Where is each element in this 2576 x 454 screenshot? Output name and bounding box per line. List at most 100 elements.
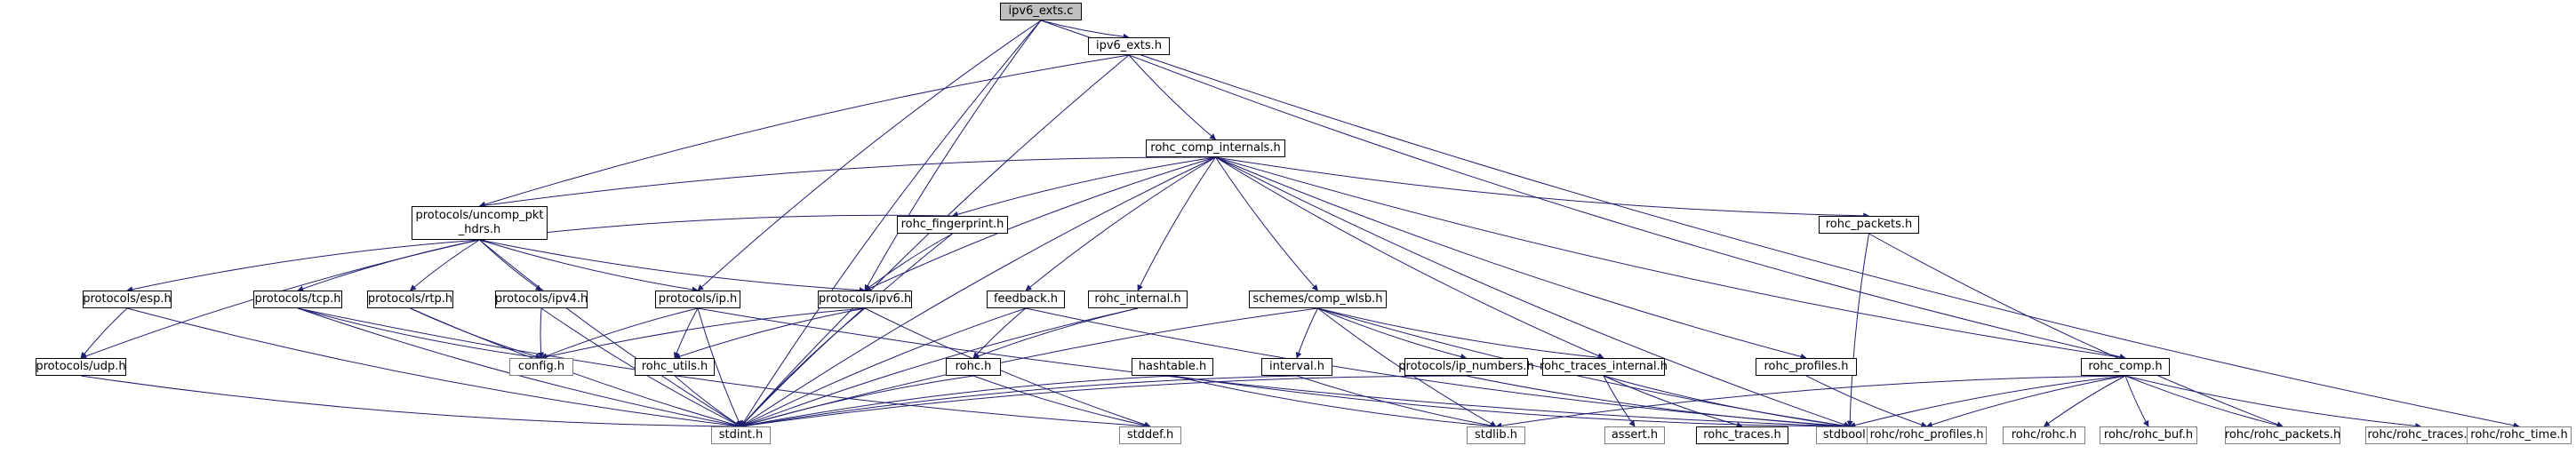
- graph-node-rohc-rohc-h[interactable]: rohc/rohc.h: [2003, 426, 2085, 444]
- graph-node-interval-h[interactable]: interval.h: [1261, 358, 1332, 376]
- edge-rohc-comp-internals-h-to-rohc-internal-h: [1137, 156, 1216, 291]
- graph-node-config-h[interactable]: config.h: [509, 358, 573, 376]
- edge-protocols-ipv6-h-to-stdint-h: [740, 307, 866, 427]
- edge-ipv6-exts-c-to-ipv6-exts-h: [1040, 20, 1130, 40]
- edge-rohc-comp-internals-h-to-feedback-h: [1025, 156, 1216, 291]
- graph-node-rohc-packets-h[interactable]: rohc_packets.h: [1819, 216, 1919, 234]
- graph-node-rohc-h[interactable]: rohc.h: [946, 358, 1001, 376]
- edge-interval-h-to-stdint-h: [740, 375, 1298, 429]
- edge-protocols-ip-h-to-rohc-utils-h: [673, 307, 699, 359]
- edge-uncomp-pkt-hdrs-h-to-stdint-h: [479, 239, 742, 427]
- graph-node-rohc-traces-internal-h[interactable]: rohc_traces_internal.h: [1540, 358, 1668, 376]
- edge-protocols-ipv4-h-to-config-h: [538, 307, 545, 359]
- edge-interval-h-to-stdlib-h: [1296, 375, 1497, 429]
- edge-ip-numbers-h-to-stdint-h: [740, 375, 1467, 429]
- graph-node-comp-wlsb-h[interactable]: schemes/comp_wlsb.h: [1249, 291, 1387, 308]
- graph-node-feedback-h[interactable]: feedback.h: [987, 291, 1065, 308]
- graph-node-uncomp-pkt-hdrs-h[interactable]: protocols/uncomp_pkt _hdrs.h: [412, 206, 548, 240]
- edge-rohc-h-to-stddef-h: [972, 375, 1151, 429]
- graph-node-rohc-rohc-buf-h[interactable]: rohc/rohc_buf.h: [2100, 426, 2197, 444]
- graph-node-protocols-ip-h[interactable]: protocols/ip.h: [655, 291, 740, 308]
- edge-protocols-esp-h-to-protocols-udp-h: [80, 307, 128, 359]
- edge-rohc-traces-internal-h-to-assert-h: [1603, 375, 1636, 427]
- edge-protocols-ipv6-h-to-config-h: [540, 307, 866, 361]
- edge-uncomp-pkt-hdrs-h-to-protocols-rtp-h: [409, 239, 480, 291]
- edge-rohc-comp-h-to-rohc-rohc-h: [2043, 375, 2126, 427]
- graph-node-hashtable-h[interactable]: hashtable.h: [1132, 358, 1213, 376]
- edge-ipv6-exts-h-to-rohc-comp-h: [1128, 54, 2126, 361]
- edge-ipv6-exts-h-to-rohc-comp-internals-h: [1128, 54, 1217, 140]
- graph-node-ipv6-exts-h[interactable]: ipv6_exts.h: [1088, 37, 1170, 55]
- edge-rohc-comp-internals-h-to-uncomp-pkt-hdrs-h: [478, 156, 1216, 209]
- edge-rohc-comp-h-to-rohc-rohc-profiles-h: [1925, 375, 2126, 428]
- edge-comp-wlsb-h-to-ip-numbers-h: [1317, 307, 1468, 360]
- graph-node-protocols-esp-h[interactable]: protocols/esp.h: [83, 291, 172, 308]
- edge-rohc-packets-h-to-stdbool-h: [1846, 233, 1869, 427]
- edge-feedback-h-to-stdint-h: [740, 307, 1027, 427]
- graph-node-stdint-h[interactable]: stdint.h: [711, 426, 771, 444]
- edge-uncomp-pkt-hdrs-h-to-protocols-ipv4-h: [479, 239, 542, 291]
- graph-node-rohc-internal-h[interactable]: rohc_internal.h: [1088, 291, 1188, 308]
- edge-rohc-utils-h-to-stdint-h: [674, 375, 742, 427]
- edge-protocols-ipv6-h-to-rohc-utils-h: [674, 307, 866, 360]
- edge-uncomp-pkt-hdrs-h-to-protocols-esp-h: [126, 239, 480, 293]
- edge-ip-numbers-h-to-stdbool-h: [1466, 375, 1851, 430]
- edge-rohc-comp-internals-h-to-rohc-traces-internal-h: [1215, 156, 1604, 359]
- edge-rohc-comp-h-to-stdbool-h: [1849, 375, 2126, 428]
- edge-rohc-fingerprint-h-to-uncomp-pkt-hdrs-h: [478, 214, 953, 243]
- edge-comp-wlsb-h-to-stdint-h: [740, 307, 1318, 428]
- edge-ipv6-exts-c-to-protocols-ip-h: [697, 20, 1042, 291]
- edge-rohc-comp-internals-h-to-rohc-fingerprint-h: [951, 156, 1216, 218]
- edge-comp-wlsb-h-to-rohc-traces-internal-h: [1317, 307, 1604, 361]
- graph-node-assert-h[interactable]: assert.h: [1604, 426, 1665, 444]
- edge-rohc-comp-internals-h-to-rohc-profiles-h: [1215, 156, 1807, 360]
- graph-node-protocols-ipv6-h[interactable]: protocols/ipv6.h: [818, 291, 912, 308]
- edge-rohc-profiles-h-to-rohc-rohc-profiles-h: [1805, 375, 1928, 428]
- graph-node-rohc-comp-h[interactable]: rohc_comp.h: [2081, 358, 2170, 376]
- edge-ipv6-exts-c-to-protocols-ipv6-h: [864, 20, 1042, 291]
- graph-node-ipv6-exts-c[interactable]: ipv6_exts.c: [1000, 3, 1082, 20]
- edge-rohc-comp-internals-h-to-stdbool-h: [1215, 156, 1851, 428]
- edge-ipv6-exts-c-to-stdint-h: [740, 20, 1042, 427]
- graph-node-protocols-ipv4-h[interactable]: protocols/ipv4.h: [495, 291, 588, 308]
- graph-node-protocols-rtp-h[interactable]: protocols/rtp.h: [367, 291, 453, 308]
- edge-protocols-ip-h-to-config-h: [540, 307, 699, 359]
- graph-node-stdlib-h[interactable]: stdlib.h: [1467, 426, 1525, 444]
- edge-protocols-udp-h-to-stdint-h: [80, 375, 742, 430]
- edge-protocols-ip-h-to-stdint-h: [697, 307, 742, 427]
- edge-hashtable-h-to-stdint-h: [740, 375, 1173, 429]
- graph-node-rohc-rohc-time-h[interactable]: rohc/rohc_time.h: [2467, 426, 2572, 444]
- edge-rohc-comp-h-to-rohc-rohc-packets-h: [2124, 375, 2284, 428]
- graph-node-rohc-rohc-traces-h[interactable]: rohc/rohc_traces.h: [2365, 426, 2476, 444]
- edge-uncomp-pkt-hdrs-h-to-protocols-ipv6-h: [479, 239, 866, 294]
- graph-node-rohc-profiles-h[interactable]: rohc_profiles.h: [1756, 358, 1857, 376]
- graph-node-ip-numbers-h[interactable]: protocols/ip_numbers.h: [1398, 358, 1534, 376]
- edge-rohc-comp-h-to-rohc-rohc-buf-h: [2124, 375, 2149, 427]
- edge-rohc-comp-internals-h-to-rohc-comp-h: [1215, 156, 2126, 361]
- edge-uncomp-pkt-hdrs-h-to-protocols-ip-h: [479, 239, 699, 293]
- graph-node-rohc-comp-internals-h[interactable]: rohc_comp_internals.h: [1146, 139, 1285, 157]
- graph-node-stddef-h[interactable]: stddef.h: [1119, 426, 1181, 444]
- edge-ipv6-exts-c-to-rohc-rohc-time-h: [1040, 20, 2520, 429]
- graph-node-rohc-fingerprint-h[interactable]: rohc_fingerprint.h: [897, 216, 1008, 234]
- edge-rohc-comp-internals-h-to-comp-wlsb-h: [1215, 156, 1318, 291]
- edge-rohc-internal-h-to-stdint-h: [740, 307, 1139, 428]
- graph-node-rohc-traces-h[interactable]: rohc_traces.h: [1696, 426, 1788, 444]
- graph-node-protocols-tcp-h[interactable]: protocols/tcp.h: [253, 291, 342, 308]
- edge-hashtable-h-to-stdlib-h: [1172, 375, 1497, 429]
- edge-protocols-ipv6-h-to-stddef-h: [864, 307, 1151, 428]
- graph-node-rohc-rohc-profiles-h[interactable]: rohc/rohc_profiles.h: [1867, 426, 1987, 444]
- edge-rohc-h-to-stdint-h: [740, 375, 974, 428]
- edge-uncomp-pkt-hdrs-h-to-protocols-tcp-h: [297, 239, 480, 292]
- edge-protocols-esp-h-to-stdint-h: [126, 307, 742, 429]
- graph-node-protocols-udp-h[interactable]: protocols/udp.h: [36, 358, 126, 376]
- edge-rohc-comp-internals-h-to-protocols-ipv6-h: [864, 156, 1216, 291]
- edge-rohc-packets-h-to-rohc-rohc-packets-h: [1868, 233, 2284, 428]
- edge-ipv6-exts-h-to-uncomp-pkt-hdrs-h: [478, 54, 1130, 208]
- graph-node-rohc-rohc-packets-h[interactable]: rohc/rohc_packets.h: [2225, 426, 2340, 444]
- edge-rohc-fingerprint-h-to-protocols-ipv6-h: [864, 233, 953, 291]
- edge-protocols-rtp-h-to-stdint-h: [410, 307, 742, 428]
- graph-node-rohc-utils-h[interactable]: rohc_utils.h: [635, 358, 715, 376]
